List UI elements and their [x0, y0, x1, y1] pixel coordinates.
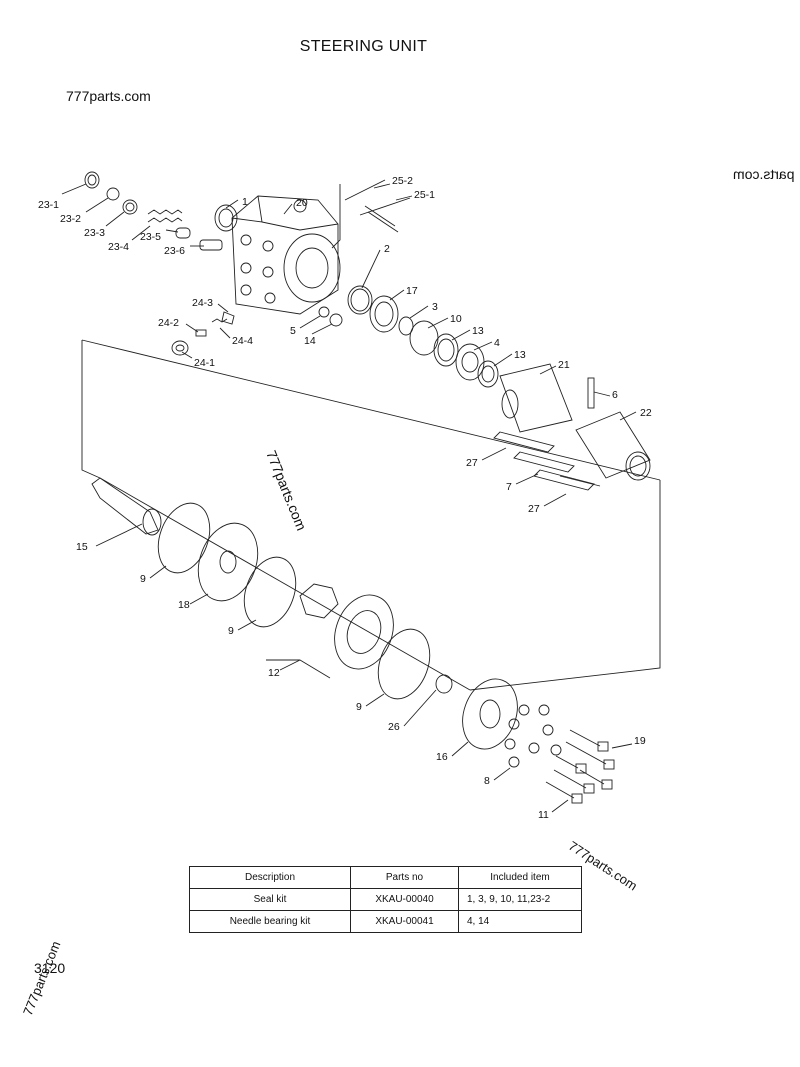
- bolts: [545, 729, 615, 804]
- callout-2: 2: [384, 243, 390, 255]
- callout-24-4: 24-4: [232, 335, 253, 347]
- drive-shaft-15: [91, 477, 162, 536]
- callout-23-4: 23-4: [108, 241, 129, 253]
- callout-5: 5: [290, 325, 296, 337]
- callout-9-first: 9: [140, 573, 146, 585]
- callout-8: 8: [484, 775, 490, 787]
- kit-parts-table: Description Parts no Included item Seal …: [189, 866, 582, 933]
- callout-labels: 23-1 23-2 23-3 23-4 23-5 23-6 1 20 25-2 …: [38, 175, 652, 821]
- page-number: 3120: [34, 960, 66, 976]
- seal-and-bearing-rings: [347, 285, 499, 388]
- callout-14: 14: [304, 335, 316, 347]
- table-header-parts-no: Parts no: [350, 866, 459, 889]
- centering-springs: [493, 431, 601, 491]
- callout-23-5: 23-5: [140, 231, 161, 243]
- callout-24-2: 24-2: [158, 317, 179, 329]
- relief-valve-parts: [84, 171, 223, 251]
- table-cell-parts-no: XKAU-00041: [350, 910, 459, 933]
- callout-7: 7: [506, 481, 512, 493]
- callout-18: 18: [178, 599, 190, 611]
- callout-9-second: 9: [228, 625, 234, 637]
- table-cell-description: Seal kit: [189, 888, 351, 911]
- table-row: Needle bearing kit XKAU-00041 4, 14: [189, 910, 582, 933]
- group-line-top: [81, 339, 661, 481]
- table-cell-included-item: 4, 14: [458, 910, 582, 933]
- callout-27-upper: 27: [466, 457, 478, 469]
- table-header-row: Description Parts no Included item: [189, 866, 582, 889]
- washers-8: [504, 704, 562, 768]
- callout-22: 22: [640, 407, 652, 419]
- callout-25-2: 25-2: [392, 175, 413, 187]
- check-valve-parts: [171, 306, 343, 356]
- table-cell-included-item: 1, 3, 9, 10, 11,23-2: [458, 888, 582, 911]
- callout-25-1: 25-1: [414, 189, 435, 201]
- spool-and-sleeve: [499, 363, 651, 481]
- callout-3: 3: [432, 301, 438, 313]
- callout-23-2: 23-2: [60, 213, 81, 225]
- page-title: STEERING UNIT: [299, 38, 428, 55]
- callout-9-third: 9: [356, 701, 362, 713]
- callout-21: 21: [558, 359, 570, 371]
- table-cell-parts-no: XKAU-00040: [350, 888, 459, 911]
- group-line-right: [469, 480, 661, 691]
- table-header-included-item: Included item: [458, 866, 582, 889]
- table-cell-description: Needle bearing kit: [189, 910, 351, 933]
- callout-23-3: 23-3: [84, 227, 105, 239]
- callout-17: 17: [406, 285, 418, 297]
- callout-12: 12: [268, 667, 280, 679]
- callout-10: 10: [450, 313, 462, 325]
- callout-26: 26: [388, 721, 400, 733]
- group-line-diag: [99, 477, 471, 691]
- callout-27-lower: 27: [528, 503, 540, 515]
- callout-11: 11: [538, 809, 549, 821]
- callout-15: 15: [76, 541, 88, 553]
- table-header-description: Description: [189, 866, 351, 889]
- callout-20: 20: [296, 197, 308, 209]
- callout-24-3: 24-3: [192, 297, 213, 309]
- housing-20: [214, 195, 341, 315]
- leader-lines: [61, 183, 637, 813]
- table-row: Seal kit XKAU-00040 1, 3, 9, 10, 11,23-2: [189, 888, 582, 911]
- callout-6: 6: [612, 389, 618, 401]
- gerotor-assembly: [157, 502, 518, 750]
- watermark-top: 777parts.com: [66, 88, 151, 104]
- callout-4: 4: [494, 337, 500, 349]
- callout-13-lower: 13: [514, 349, 526, 361]
- group-bracket-line: [81, 340, 101, 479]
- callout-13-upper: 13: [472, 325, 484, 337]
- callout-23-6: 23-6: [164, 245, 185, 257]
- callout-16: 16: [436, 751, 448, 763]
- pins-25: [331, 179, 411, 249]
- callout-1: 1: [242, 196, 248, 208]
- callout-23-1: 23-1: [38, 199, 59, 211]
- callout-24-1: 24-1: [194, 357, 215, 369]
- callout-19: 19: [634, 735, 646, 747]
